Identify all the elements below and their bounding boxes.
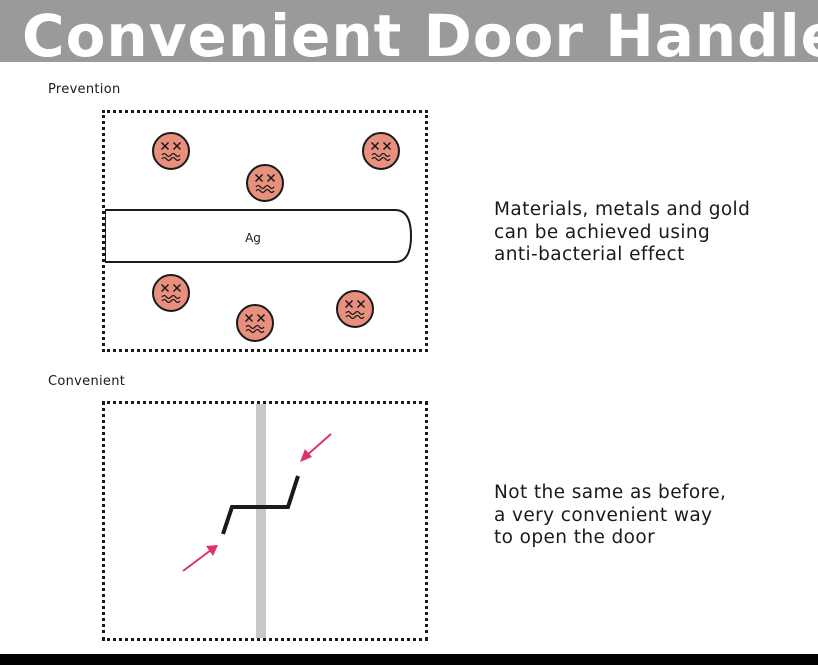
bacteria-icon [152,274,190,312]
prevention-diagram: Ag [102,110,428,352]
bacteria-icon [152,132,190,170]
push-arrow-upper-head [300,449,312,462]
header-bar: Convenient Door Handle [0,0,818,62]
prevention-caption-line: anti-bacterial effect [494,244,685,265]
door-edge [256,404,266,638]
prevention-svg: Ag [105,132,413,342]
prevention-caption: Materials, metals and gold can be achiev… [494,199,750,267]
lever-handle [221,475,300,535]
push-arrow-lower-head [206,545,218,556]
convenient-svg [182,404,332,638]
convenient-caption: Not the same as before, a very convenien… [494,482,726,550]
door-handle-bar [105,209,413,263]
push-arrow-lower [182,549,212,572]
section-label-prevention: Prevention [48,82,121,97]
bacteria-icon [236,304,274,342]
convenient-diagram [102,401,428,641]
section-label-convenient: Convenient [48,374,126,389]
push-arrow-upper [305,433,332,457]
handle-label: Ag [245,231,261,245]
page-title: Convenient Door Handle [22,2,818,62]
bacteria-icon [336,290,374,328]
convenient-caption-line: a very convenient way [494,504,713,526]
footer-bar [0,654,818,665]
prevention-caption-line: can be achieved using [494,221,711,243]
bacteria-icon [246,164,284,202]
convenient-caption-line: Not the same as before, [494,482,727,503]
prevention-caption-line: Materials, metals and gold [494,199,751,220]
convenient-caption-line: to open the door [494,527,656,548]
bacteria-icon [362,132,400,170]
